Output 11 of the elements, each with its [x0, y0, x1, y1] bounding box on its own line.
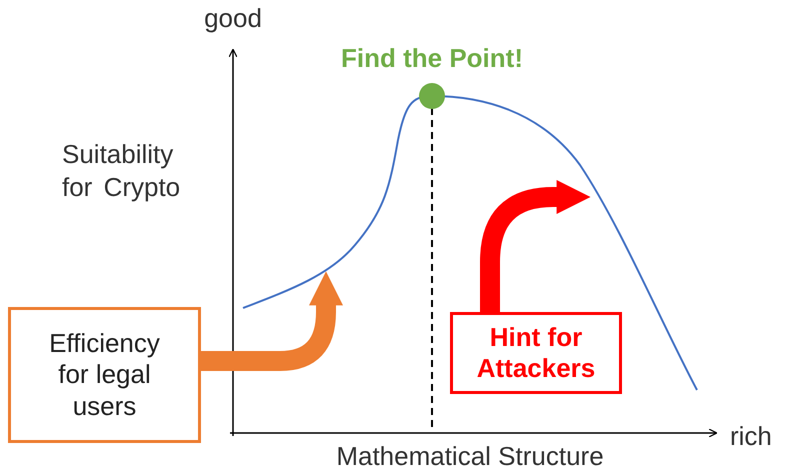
axis-label: good	[203, 2, 263, 34]
point-label: Find the Point!	[340, 42, 524, 74]
box-text: Efficiency for legal users	[48, 328, 161, 422]
text-box	[450, 312, 622, 394]
box-text: Hint for Attackers	[476, 322, 596, 384]
curved-arrow	[480, 180, 591, 312]
curved-arrow	[201, 271, 343, 371]
axis-label: Suitability for Crypto	[62, 138, 182, 203]
axis-label: Mathematical Structure	[335, 440, 605, 472]
axis-label: rich	[730, 420, 773, 452]
text-box	[8, 307, 201, 443]
